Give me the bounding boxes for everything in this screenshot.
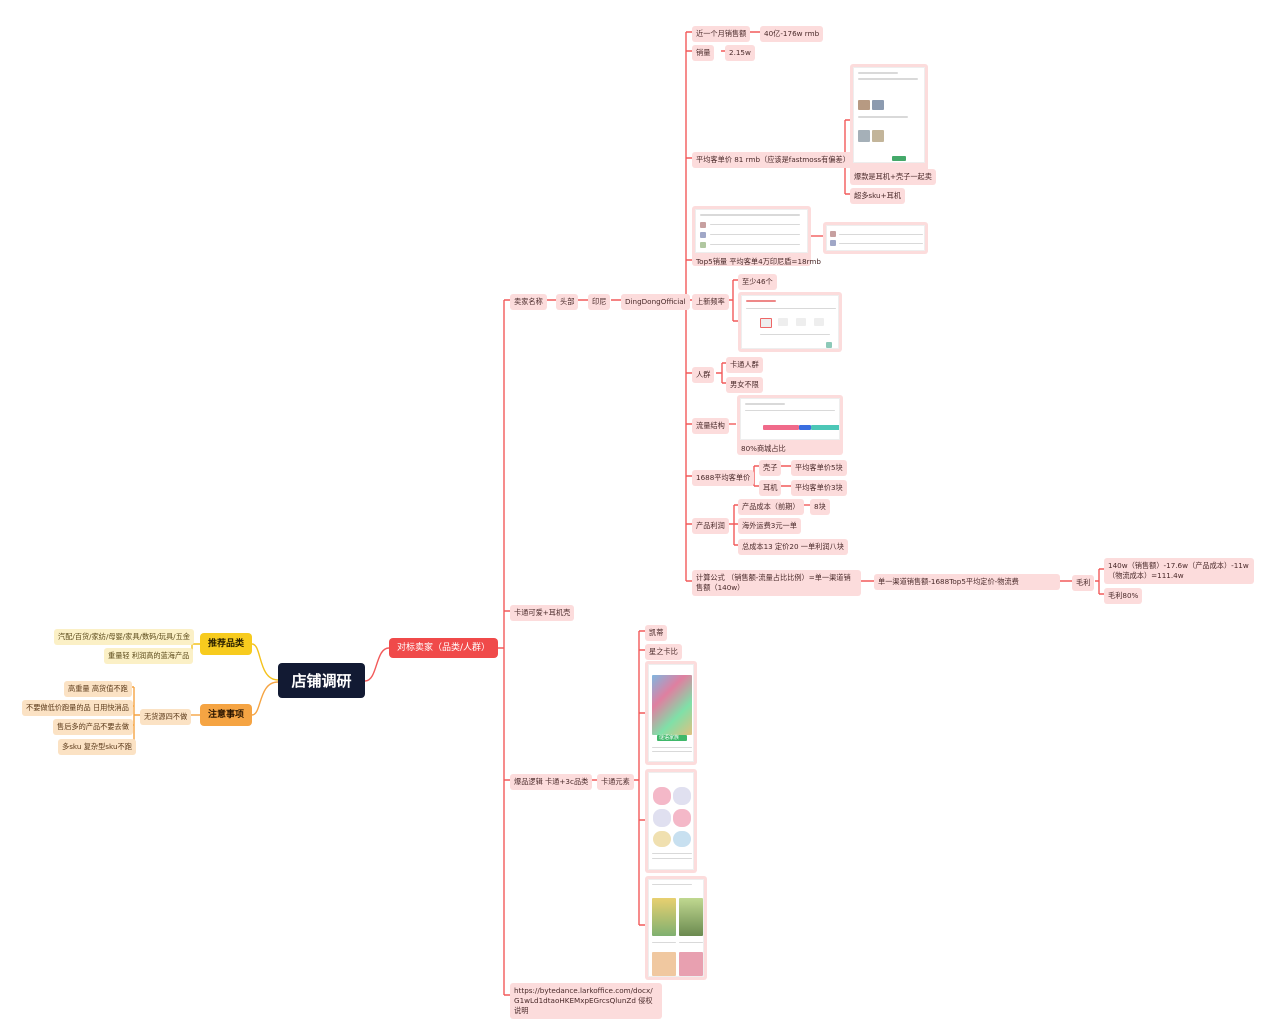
hot-item-node[interactable]: 爆款是耳机+壳子一起卖 — [850, 169, 936, 185]
notes-item-3[interactable]: 售后多的产品不要去做 — [53, 719, 133, 735]
recommend-item-categories[interactable]: 汽配/百货/家纺/母婴/家具/数码/玩具/五金 — [54, 629, 194, 645]
multi-sku-node[interactable]: 超多sku+耳机 — [850, 188, 906, 204]
cartoon-screenshot-3[interactable] — [645, 876, 707, 980]
top5-screenshot[interactable] — [692, 206, 811, 266]
earphone-price[interactable]: 平均客单价3块 — [791, 480, 847, 496]
monthly-sales-node[interactable]: 近一个月销售额 — [692, 26, 751, 42]
profit-node[interactable]: 产品利润 — [692, 518, 729, 534]
cost-node[interactable]: 产品成本（前期） — [738, 499, 804, 515]
volume-node[interactable]: 销量 — [692, 45, 715, 61]
case-price[interactable]: 平均客单价5块 — [791, 460, 847, 476]
cartoon-element-node[interactable]: 卡通元素 — [597, 774, 634, 790]
benchmark-seller-node[interactable]: 对标卖家（品类/人群） — [389, 638, 498, 658]
price-1688-node[interactable]: 1688平均客单价 — [692, 470, 755, 486]
top5-node[interactable]: Top5销量 平均客单4万印尼盾=18rmb — [696, 257, 821, 266]
recommend-item-light[interactable]: 重量轻 利润高的蓝海产品 — [104, 648, 194, 664]
cartoon-case-node[interactable]: 卡通可爱+耳机壳 — [510, 605, 575, 621]
root-label: 店铺调研 — [291, 671, 352, 690]
traffic-screenshot[interactable] — [737, 395, 843, 455]
cartoon-screenshot-2[interactable] — [645, 769, 697, 873]
benchmark-seller-label: 对标卖家（品类/人群） — [396, 643, 491, 653]
gross-rate-node[interactable]: 毛利80% — [1104, 588, 1143, 604]
logic-node[interactable]: 爆品逻辑 卡通+3c品类 — [510, 774, 593, 790]
cost-value[interactable]: 8块 — [810, 499, 830, 515]
frequency-value[interactable]: 至少46个 — [738, 274, 777, 290]
notes-sub-node[interactable]: 无货源四不做 — [140, 709, 192, 725]
top5-detail-screenshot[interactable] — [823, 222, 928, 254]
gross-result-node[interactable]: 140w（销售额）-17.6w（产品成本）-11w（物流成本）=111.4w — [1104, 558, 1254, 584]
cartoon-banner-label: 谜语家族 — [659, 735, 680, 741]
recommend-category-label: 推荐品类 — [207, 639, 244, 649]
seller-shop-node[interactable]: DingDongOfficial — [621, 294, 690, 310]
formula-node[interactable]: 计算公式 （销售额-流量占比比例）=单一渠道销售额（140w） — [692, 570, 861, 596]
notes-item-2[interactable]: 不要做低价跑量的品 日用快消品 — [22, 700, 133, 716]
total-cost-node[interactable]: 总成本13 定价20 一单利润八块 — [738, 539, 848, 555]
avg-price-node[interactable]: 平均客单价 81 rmb（应该是fastmoss有偏差） — [692, 152, 854, 168]
recommend-category-node[interactable]: 推荐品类 — [200, 633, 252, 655]
frequency-node[interactable]: 上新频率 — [692, 294, 729, 310]
seller-head-node[interactable]: 头部 — [556, 294, 579, 310]
frequency-screenshot[interactable] — [738, 292, 842, 352]
crowd-gender[interactable]: 男女不限 — [726, 377, 763, 393]
doc-link-node[interactable]: https://bytedance.larkoffice.com/docx/G1… — [510, 983, 662, 1019]
earphone-node[interactable]: 耳机 — [759, 480, 782, 496]
kirby-node[interactable]: 星之卡比 — [645, 644, 682, 660]
seller-country-node[interactable]: 印尼 — [588, 294, 611, 310]
root-node[interactable]: 店铺调研 — [278, 663, 365, 698]
kitty-node[interactable]: 凯蒂 — [645, 625, 668, 641]
traffic-node[interactable]: 流量结构 — [692, 418, 729, 434]
gross-node[interactable]: 毛利 — [1072, 575, 1095, 591]
crowd-node[interactable]: 人群 — [692, 367, 715, 383]
formula-step-node[interactable]: 单一渠道销售额-1688Top5平均定价-物流费 — [874, 574, 1060, 590]
notes-item-1[interactable]: 高重量 高货值不跑 — [64, 681, 132, 697]
monthly-sales-value[interactable]: 40亿-176w rmb — [760, 26, 824, 42]
avg-price-screenshot[interactable] — [850, 64, 928, 182]
notes-node[interactable]: 注意事项 — [200, 704, 252, 726]
traffic-value[interactable]: 80%商城占比 — [741, 444, 786, 453]
notes-item-4[interactable]: 多sku 复杂型sku不跑 — [58, 739, 136, 755]
cartoon-screenshot-1[interactable]: 谜语家族 — [645, 661, 697, 765]
seller-name-node[interactable]: 卖家名称 — [510, 294, 547, 310]
volume-value[interactable]: 2.15w — [725, 45, 755, 61]
notes-label: 注意事项 — [207, 710, 244, 720]
crowd-cartoon[interactable]: 卡通人群 — [726, 357, 763, 373]
shipping-node[interactable]: 海外运费3元一单 — [738, 518, 801, 534]
case-node[interactable]: 壳子 — [759, 460, 782, 476]
